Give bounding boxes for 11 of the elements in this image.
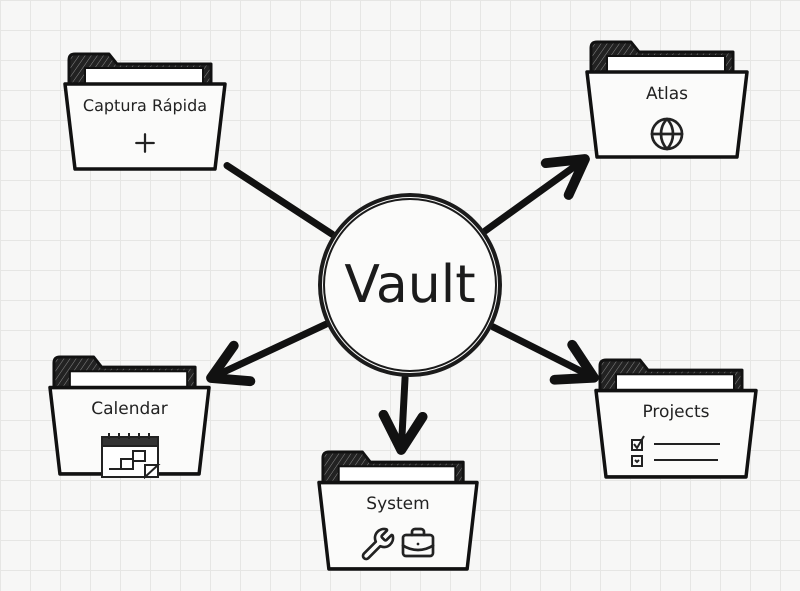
folder-label: Atlas: [645, 84, 689, 104]
arrow: [490, 323, 599, 385]
arrow: [206, 320, 330, 386]
connector-line: [224, 162, 336, 238]
folder-label: Projects: [641, 402, 711, 422]
folder-label: Calendar: [90, 399, 169, 419]
folder-label: System: [365, 494, 431, 514]
folder-label: Captura Rápida: [82, 96, 208, 115]
arrow: [482, 154, 590, 234]
arrow: [378, 374, 428, 455]
hub-label: Vault: [344, 255, 476, 315]
